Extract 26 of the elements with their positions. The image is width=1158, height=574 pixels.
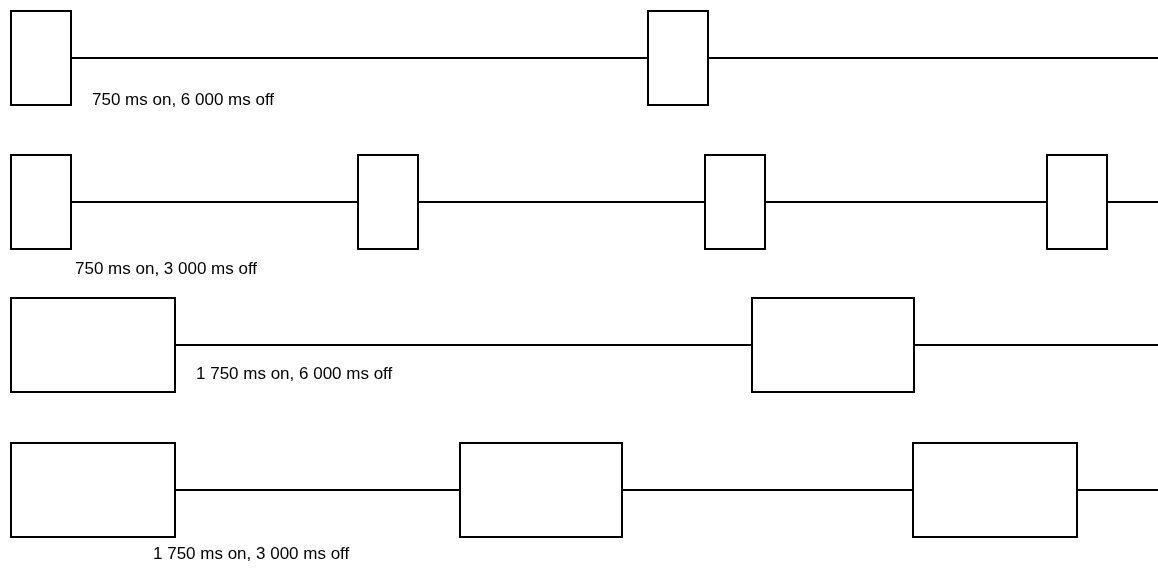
signal-line <box>1107 201 1158 203</box>
signal-line <box>1077 489 1158 491</box>
pulse-box <box>751 297 915 393</box>
signal-line <box>622 489 913 491</box>
pulse-box <box>1046 154 1108 250</box>
pulse-box <box>459 442 623 538</box>
signal-line <box>708 57 1158 59</box>
signal-line <box>175 489 460 491</box>
signal-line <box>71 57 648 59</box>
pulse-box <box>704 154 766 250</box>
timing-label: 1 750 ms on, 6 000 ms off <box>196 364 393 384</box>
pulse-box <box>10 297 176 393</box>
pulse-box <box>912 442 1078 538</box>
pulse-box <box>10 154 72 250</box>
pulse-box <box>10 10 72 106</box>
signal-line <box>765 201 1047 203</box>
pulse-box <box>10 442 176 538</box>
timing-label: 750 ms on, 6 000 ms off <box>92 90 275 110</box>
signal-line <box>71 201 358 203</box>
pulse-box <box>357 154 419 250</box>
timing-label: 750 ms on, 3 000 ms off <box>75 259 258 279</box>
timing-label: 1 750 ms on, 3 000 ms off <box>153 544 350 564</box>
signal-line <box>914 344 1158 346</box>
pulse-box <box>647 10 709 106</box>
signal-line <box>418 201 705 203</box>
signal-line <box>175 344 752 346</box>
